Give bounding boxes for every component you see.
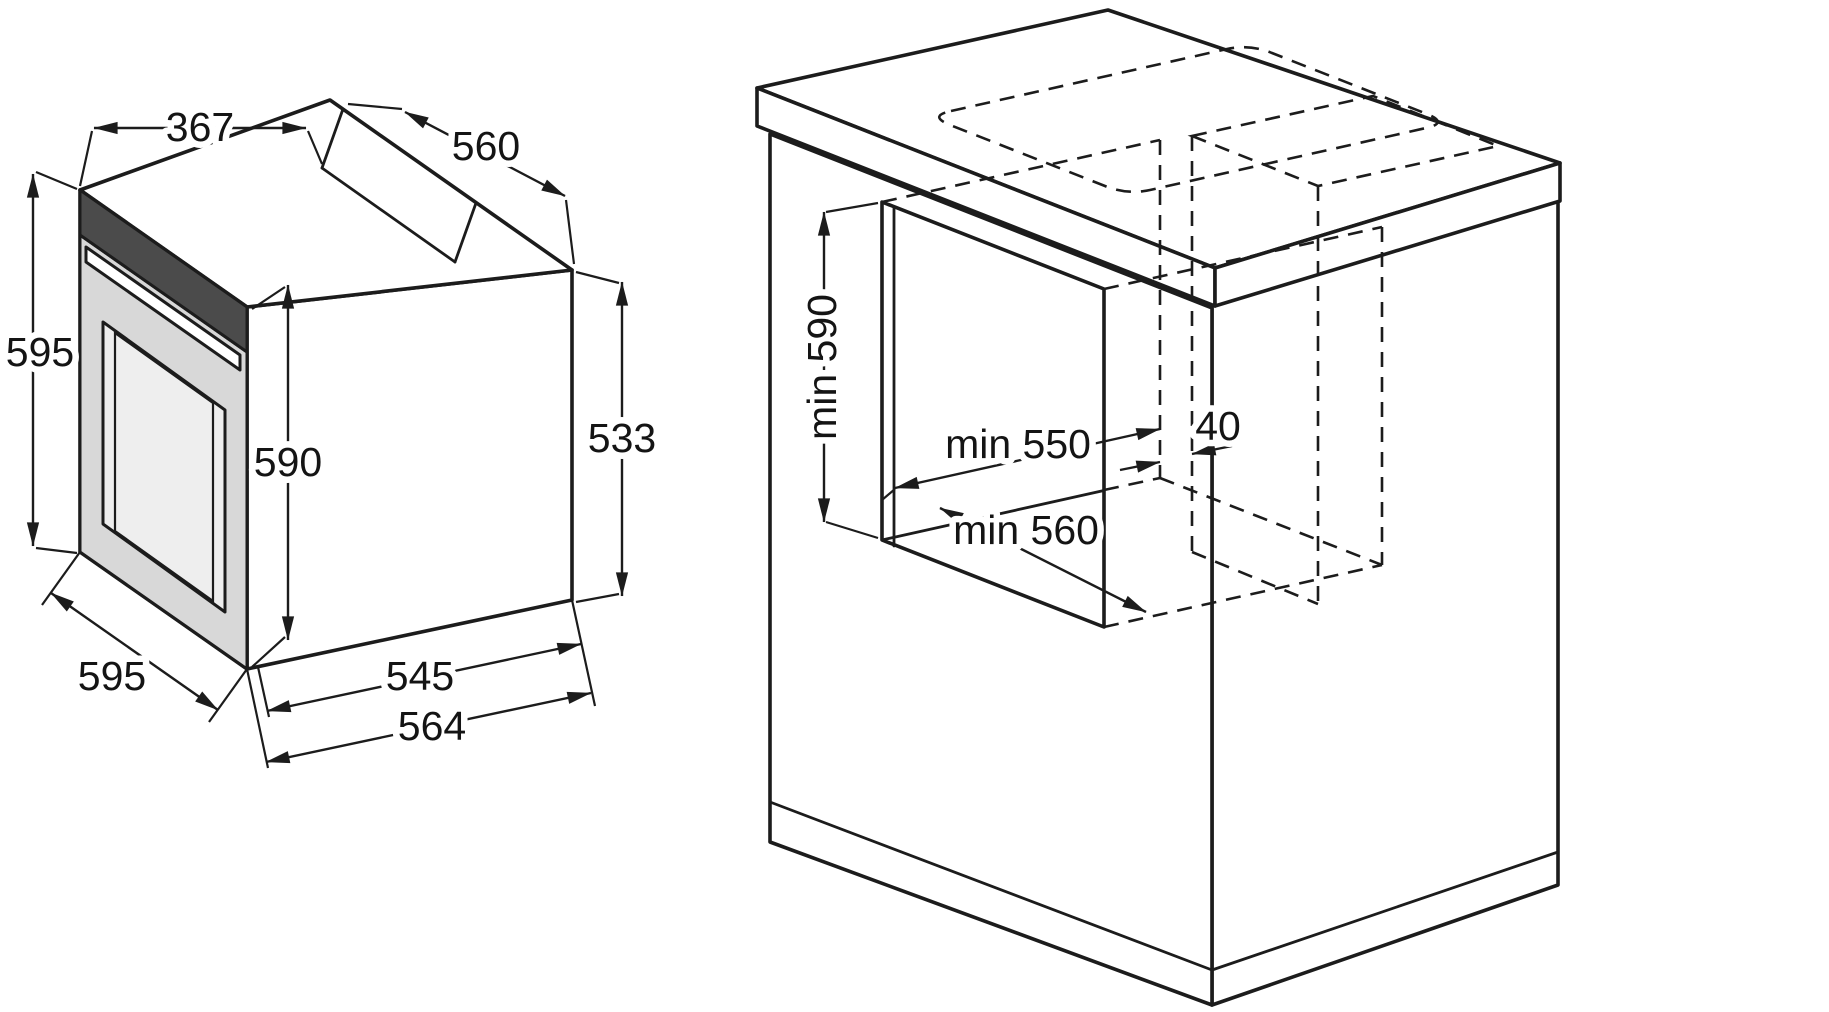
oven-dim-rear-height: 533 xyxy=(575,270,663,604)
dim-label-front-width: 595 xyxy=(78,653,146,699)
oven-figure: 367 560 595 590 533 xyxy=(0,98,663,769)
dim-line xyxy=(894,427,1161,490)
plinth-line xyxy=(768,800,1214,972)
dim-label-front-height: 595 xyxy=(6,329,74,375)
dim-arrow xyxy=(1191,443,1233,456)
ext-line xyxy=(35,170,78,191)
cabinet-dim-rear-gap: 40 xyxy=(1119,397,1247,473)
plinth-line xyxy=(1210,850,1560,972)
oven-dim-top-depth: 560 xyxy=(347,102,576,265)
cabinet-figure: min 590 min 550 40 min 560 xyxy=(755,8,1562,1007)
ext-line xyxy=(881,488,896,501)
dim-label-top-depth: 560 xyxy=(452,123,520,169)
dim-label-rear-gap: 40 xyxy=(1195,403,1241,449)
hidden-edge xyxy=(881,138,1161,204)
recess-edge xyxy=(320,107,345,170)
oven-dim-door-height: 590 xyxy=(247,284,329,668)
ext-line xyxy=(306,130,324,165)
oven-dim-total-depth: 564 xyxy=(245,668,592,769)
recess-edge xyxy=(320,166,457,264)
hidden-edge xyxy=(1159,476,1383,567)
cabinet-side-face xyxy=(1210,199,1560,1007)
ext-line xyxy=(35,546,78,555)
dim-line xyxy=(939,506,1147,614)
dim-label-total-depth: 564 xyxy=(398,703,466,749)
ext-line xyxy=(78,130,94,187)
hidden-edge xyxy=(1103,563,1383,629)
dim-label-door-height: 590 xyxy=(254,439,322,485)
ext-line xyxy=(564,199,576,265)
hob-body-edge xyxy=(1191,550,1319,606)
ext-line xyxy=(575,270,620,285)
oven-dim-front-height: 595 xyxy=(0,170,81,555)
hidden-edge xyxy=(1103,225,1383,291)
oven-door-handle xyxy=(84,245,242,372)
oven-dim-front-width: 595 xyxy=(41,551,248,723)
worktop-right-edge xyxy=(1213,161,1562,308)
oven-control-panel xyxy=(78,188,249,354)
dim-label-niche-width: min 560 xyxy=(953,507,1099,553)
oven-dim-top-width: 367 xyxy=(78,98,324,187)
oven-door-window xyxy=(101,320,227,614)
ext-line xyxy=(208,668,248,723)
dim-line xyxy=(404,110,566,198)
hidden-edges xyxy=(881,45,1503,629)
ext-line xyxy=(825,520,879,540)
recess-edge xyxy=(453,201,478,264)
ext-line xyxy=(825,201,879,214)
ext-line xyxy=(251,286,286,310)
ext-line xyxy=(256,666,271,718)
ext-line xyxy=(347,102,403,111)
cabinet-plinth xyxy=(768,800,1560,972)
dim-label-rear-height: 533 xyxy=(588,415,656,461)
dim-label-niche-depth: min 550 xyxy=(945,421,1091,467)
dim-line xyxy=(265,691,592,764)
cabinet-dim-niche-height: min 590 xyxy=(793,201,879,540)
cabinet-worktop xyxy=(755,8,1562,308)
cabinet-dim-niche-depth: min 550 xyxy=(881,415,1161,501)
dim-label-top-width: 367 xyxy=(166,104,234,150)
ext-line xyxy=(570,599,597,707)
dim-line xyxy=(50,592,219,711)
ext-line xyxy=(575,592,620,604)
dim-label-body-depth: 545 xyxy=(386,653,454,699)
dim-arrow xyxy=(1119,460,1161,473)
hob-cutout-outline xyxy=(937,45,1440,194)
ext-line xyxy=(41,551,81,606)
ext-line xyxy=(245,668,270,769)
cabinet-dim-niche-width: min 560 xyxy=(939,501,1147,614)
dim-label-niche-height: min 590 xyxy=(799,294,845,440)
oven-top-recess xyxy=(320,107,478,264)
